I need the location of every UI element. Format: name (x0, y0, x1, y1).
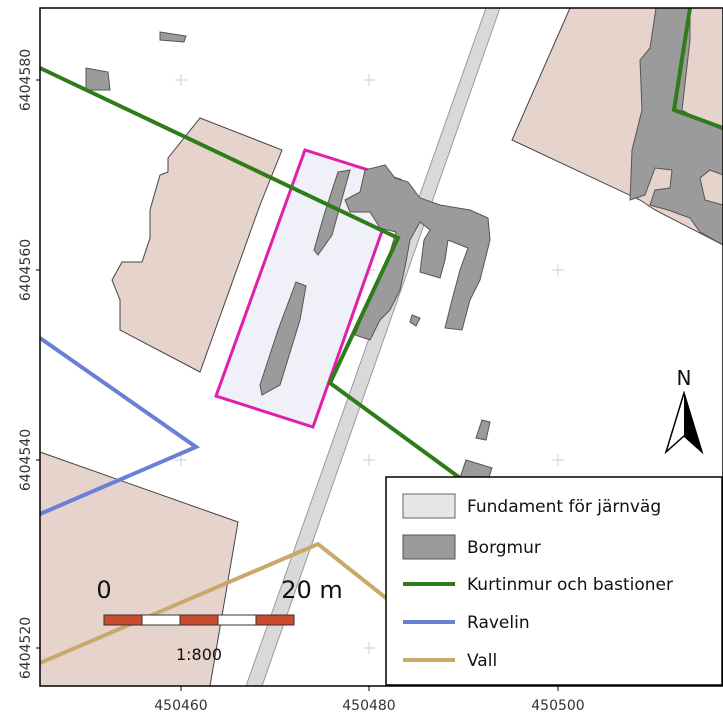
x-axis: 450460 450480 450500 (154, 686, 585, 714)
scale-bar-start-label: 0 (96, 576, 111, 604)
y-tick-label: 6404540 (18, 429, 34, 491)
y-tick-label: 6404520 (18, 617, 34, 679)
legend: Fundament för järnväg Borgmur Kurtinmur … (385, 476, 723, 686)
y-axis: 6404580 6404560 6404540 6404520 (18, 49, 40, 679)
legend-label: Borgmur (467, 538, 541, 558)
x-tick-label: 450500 (531, 698, 584, 714)
y-tick-label: 6404560 (18, 239, 34, 301)
wall-main-castle (344, 164, 491, 341)
legend-swatch-foundation (402, 493, 456, 519)
wall-fragment (85, 67, 111, 91)
scale-segment (255, 614, 295, 626)
legend-label: Vall (467, 651, 497, 671)
legend-label: Ravelin (467, 613, 530, 633)
scale-segment (141, 614, 181, 626)
wall-fragment (259, 281, 307, 396)
legend-label: Fundament för järnväg (467, 497, 661, 517)
scale-bar-ratio: 1:800 (176, 645, 222, 664)
north-arrow: N (664, 366, 704, 455)
map-frame (39, 7, 723, 687)
legend-label: Kurtinmur och bastioner (467, 575, 673, 595)
ravelin-line (38, 336, 201, 516)
scale-segment (179, 614, 219, 626)
building-center (111, 117, 283, 373)
x-tick-label: 450480 (342, 698, 395, 714)
scale-segment (217, 614, 257, 626)
kurtinmur-line (39, 66, 462, 480)
x-tick-label: 450460 (154, 698, 207, 714)
scale-bar: 0 20 m 1:800 (96, 576, 342, 664)
castle-walls (85, 7, 723, 481)
wall-fragment (313, 169, 351, 256)
scale-segment (103, 614, 143, 626)
north-arrow-label: N (677, 366, 692, 390)
y-tick-label: 6404580 (18, 49, 34, 111)
wall-fragment (159, 31, 187, 43)
scale-bar-end-label: 20 m (281, 576, 343, 604)
wall-fragment (409, 314, 421, 327)
kurtinmur-line-top-right (671, 7, 723, 130)
wall-fragment (475, 419, 491, 441)
legend-swatch-borgmur (402, 534, 456, 560)
